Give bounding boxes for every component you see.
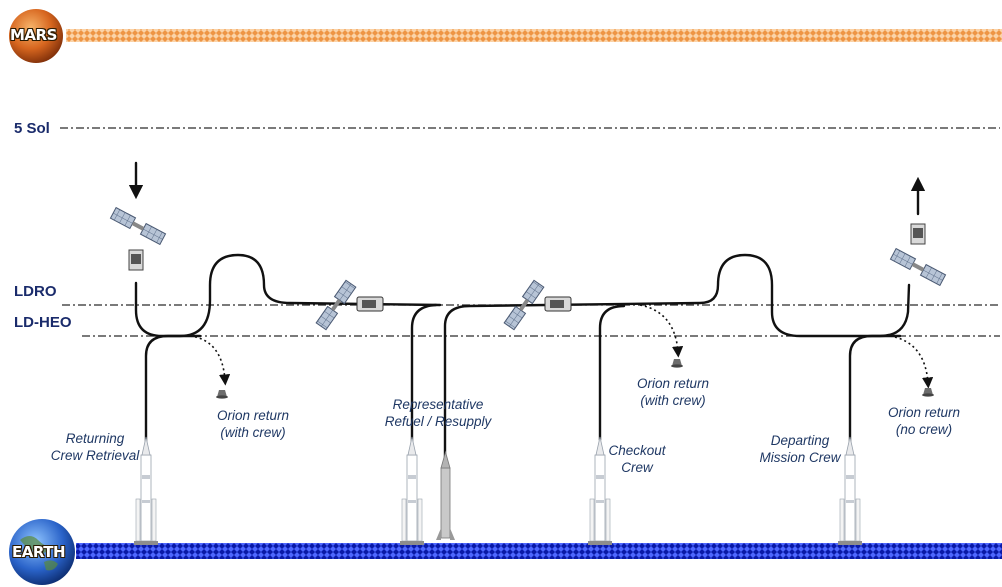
habitat-module-icon bbox=[128, 249, 144, 271]
cargo-rocket-icon bbox=[436, 450, 455, 540]
orion-return-caption-1: Orion return (with crew) bbox=[216, 408, 290, 440]
orion-return-paths bbox=[189, 304, 934, 389]
orion-return-caption-2: Orion return (with crew) bbox=[636, 376, 710, 408]
orion-return-path-2 bbox=[639, 304, 684, 358]
checkout-crew-caption: Checkout Crew bbox=[608, 443, 666, 475]
outgoing-habitat-icon bbox=[910, 223, 926, 245]
orion-capsule-icon bbox=[922, 388, 934, 397]
refuel-caption: Representative Refuel / Resupply bbox=[384, 397, 492, 429]
returning-path bbox=[134, 253, 442, 338]
refuel-ascent-1 bbox=[410, 303, 438, 456]
incoming-spacecraft-icon bbox=[109, 206, 167, 246]
departing-crew-ascent bbox=[848, 334, 902, 454]
ldheo-label: LD-HEO bbox=[14, 314, 72, 331]
sol5-label: 5 Sol bbox=[14, 120, 50, 137]
refuel-rocket-icon bbox=[399, 436, 425, 546]
orion-capsule-icon bbox=[216, 390, 228, 399]
orion-return-path-3 bbox=[889, 335, 934, 389]
orion-return-caption-3: Orion return (no crew) bbox=[887, 405, 961, 437]
trajectory-paths bbox=[128, 161, 926, 460]
mars-label: MARS bbox=[10, 26, 57, 44]
ldro-label: LDRO bbox=[14, 283, 57, 300]
orion-return-path-1 bbox=[189, 335, 231, 386]
checkout-crew-ascent bbox=[598, 304, 626, 442]
departing-crew-caption: Departing Mission Crew bbox=[759, 433, 841, 465]
mars-band bbox=[9, 9, 1002, 63]
earth-label: EARTH bbox=[12, 543, 66, 561]
gateway-stack-1-icon bbox=[315, 279, 384, 331]
returning-crew-caption: Returning Crew Retrieval bbox=[50, 431, 140, 463]
outgoing-spacecraft-icon bbox=[889, 247, 947, 287]
earth-band bbox=[9, 519, 1002, 585]
returning-crew-ascent bbox=[144, 334, 202, 445]
orion-capsule-icon bbox=[671, 359, 683, 368]
refuel-ascent-2 bbox=[443, 253, 911, 460]
gateway-stack-2-icon bbox=[503, 279, 572, 331]
